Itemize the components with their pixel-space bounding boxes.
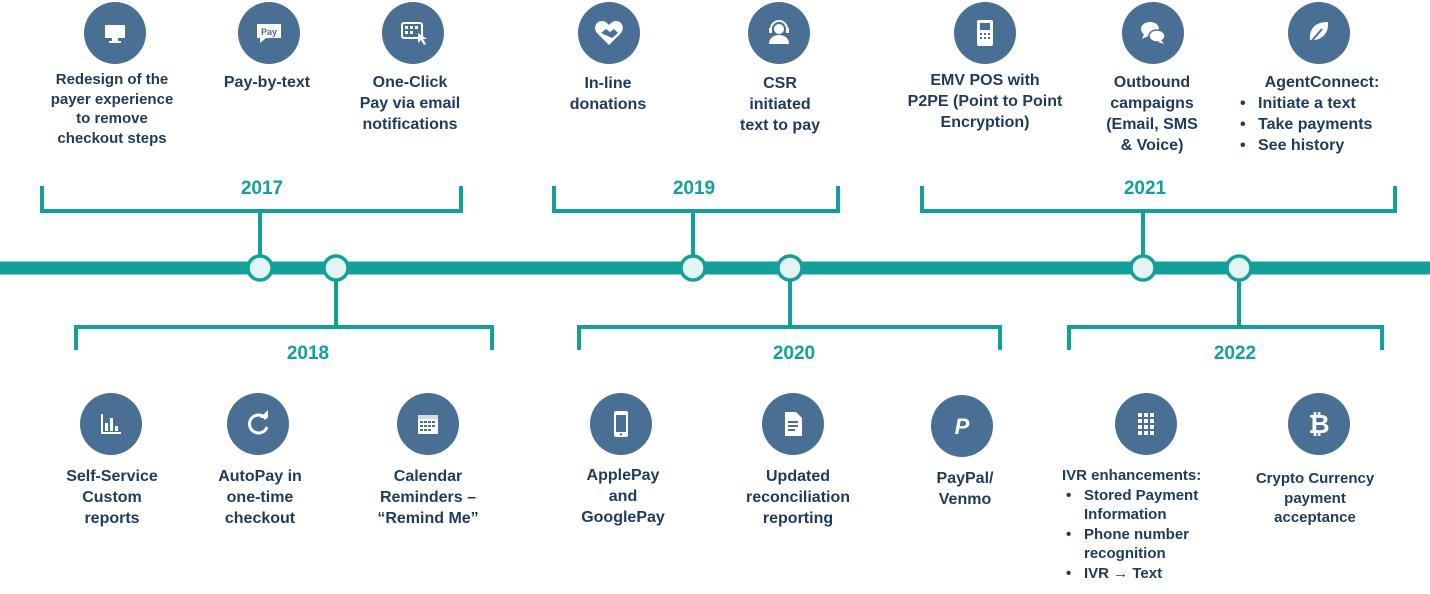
bracket-2018 xyxy=(74,325,494,350)
agentconnect-bullet: Take payments xyxy=(1236,114,1412,135)
year-label-2017: 2017 xyxy=(240,178,284,199)
pay-chat-icon: Pay xyxy=(238,2,300,64)
calendar-icon xyxy=(397,393,459,455)
ivr-bullet: Phone number recognition xyxy=(1062,525,1237,564)
leaf-icon xyxy=(1288,2,1350,64)
feature-agentconnect: AgentConnect: Initiate a text Take payme… xyxy=(1232,72,1412,156)
bracket-2021 xyxy=(920,186,1397,213)
ivr-bullet: Stored Payment Information xyxy=(1062,486,1237,525)
year-label-2019: 2019 xyxy=(672,178,716,199)
milestone-node-2019 xyxy=(679,254,707,282)
headset-agent-icon xyxy=(748,2,810,64)
year-label-2021: 2021 xyxy=(1123,178,1167,199)
feature-ivr-enhancements: IVR enhancements: Stored Payment Informa… xyxy=(1062,466,1237,583)
feature-paypal-venmo: PayPal/Venmo xyxy=(936,470,994,508)
bracket-2019 xyxy=(552,186,840,213)
heart-handshake-icon xyxy=(578,2,640,64)
bracket-2017 xyxy=(40,186,463,213)
pay-chat-icon-text: Pay xyxy=(261,27,277,37)
milestone-node-2021 xyxy=(1129,254,1157,282)
bar-chart-icon xyxy=(80,393,142,455)
year-label-2020: 2020 xyxy=(772,343,816,364)
milestone-node-2018 xyxy=(322,254,350,282)
bitcoin-icon-text: ₿ xyxy=(1308,410,1329,440)
milestone-node-2017 xyxy=(246,254,274,282)
feature-pay-by-text: Pay-by-text xyxy=(223,74,311,91)
ivr-bullet: IVR → Text xyxy=(1062,564,1237,584)
milestone-node-2020 xyxy=(776,254,804,282)
paypal-icon: P xyxy=(931,395,993,457)
bracket-2022 xyxy=(1067,325,1384,350)
pos-terminal-icon xyxy=(954,2,1016,64)
refresh-icon xyxy=(227,393,289,455)
bitcoin-icon: ₿ xyxy=(1288,393,1350,455)
chat-bubbles-icon xyxy=(1122,2,1184,64)
year-label-2022: 2022 xyxy=(1213,343,1257,364)
monitor-icon xyxy=(84,2,146,64)
agentconnect-bullet: Initiate a text xyxy=(1236,93,1412,114)
document-icon xyxy=(762,393,824,455)
agentconnect-bullet: See history xyxy=(1236,135,1412,156)
smartphone-icon xyxy=(590,393,652,455)
year-label-2018: 2018 xyxy=(286,343,330,364)
click-email-icon xyxy=(382,2,444,64)
paypal-icon-text: P xyxy=(955,414,970,439)
milestone-node-2022 xyxy=(1225,254,1253,282)
keypad-icon xyxy=(1115,393,1177,455)
